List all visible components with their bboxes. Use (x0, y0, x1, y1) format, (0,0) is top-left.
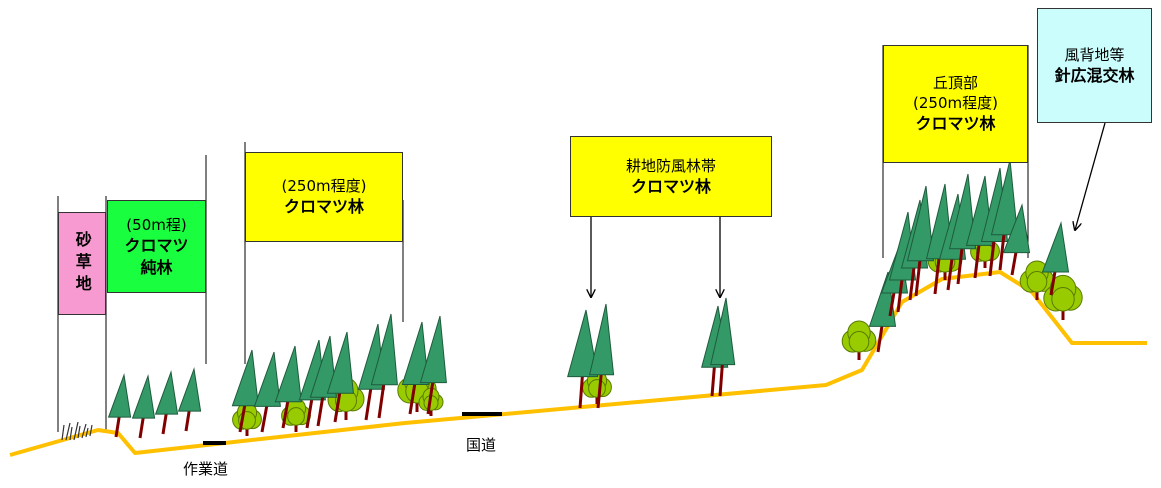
broadleaf-tree (232, 402, 262, 436)
hilltop-title: 丘頂部 (932, 73, 978, 92)
pine-tree (588, 303, 615, 409)
pine-tree (906, 185, 935, 297)
farm-windbreak-name: クロマツ林 (630, 176, 711, 196)
pine-tree (154, 370, 179, 435)
pine-250-name: クロマツ林 (283, 197, 364, 217)
broadleaf-tree (841, 320, 877, 360)
pure-pine-width-note: (50m程) (126, 215, 187, 234)
pine-tree (419, 315, 447, 415)
work-road-label: 作業道 (183, 460, 229, 478)
leeward-zone-label: 風背地等 針広混交林 (1037, 8, 1152, 123)
pine-tree (274, 345, 302, 429)
pine-tree (948, 173, 977, 285)
pine-250-width-note: (250m程度) (281, 177, 367, 196)
broadleaf-tree (1019, 260, 1055, 300)
pure-pine-line1: クロマツ (124, 236, 189, 256)
pine-tree (309, 335, 337, 427)
pure-pine-zone-label: (50m程) クロマツ 純林 (107, 200, 206, 293)
arrow-leeward (1075, 122, 1106, 230)
leeward-name: 針広混交林 (1054, 65, 1135, 85)
pine-tree (1041, 221, 1070, 296)
pine-250-zone-label: (250m程度) クロマツ林 (245, 152, 403, 242)
pure-pine-line2: 純林 (140, 257, 173, 277)
hilltop-width-note: (250m程度) (913, 94, 998, 113)
pine-tree (231, 349, 259, 433)
sand-zone-text: 砂草地 (72, 230, 92, 297)
pointer-arrows (591, 122, 1106, 297)
hilltop-name: クロマツ林 (915, 114, 996, 134)
sand-grass-zone-label: 砂草地 (58, 212, 106, 315)
pine-tree (710, 297, 736, 397)
pine-tree (177, 367, 202, 432)
national-road-label: 国道 (466, 436, 497, 454)
trees-layer (107, 159, 1083, 439)
farm-windbreak-zone-label: 耕地防風林帯 クロマツ林 (570, 136, 772, 217)
leeward-title: 風背地等 (1064, 45, 1125, 64)
pine-tree (253, 351, 281, 433)
pine-tree (107, 373, 132, 438)
pine-tree (370, 313, 398, 419)
sand-grass-tuft (61, 421, 93, 441)
pine-tree (326, 331, 354, 423)
pine-tree (567, 309, 599, 409)
pine-tree (401, 321, 429, 415)
farm-windbreak-title: 耕地防風林帯 (625, 156, 716, 175)
pine-tree (131, 374, 156, 439)
pine-tree (1002, 203, 1031, 276)
broadleaf-tree (1043, 274, 1083, 320)
hilltop-zone-label: 丘頂部 (250m程度) クロマツ林 (883, 45, 1028, 163)
broadleaf-tree (281, 398, 311, 432)
pine-tree (990, 159, 1019, 271)
